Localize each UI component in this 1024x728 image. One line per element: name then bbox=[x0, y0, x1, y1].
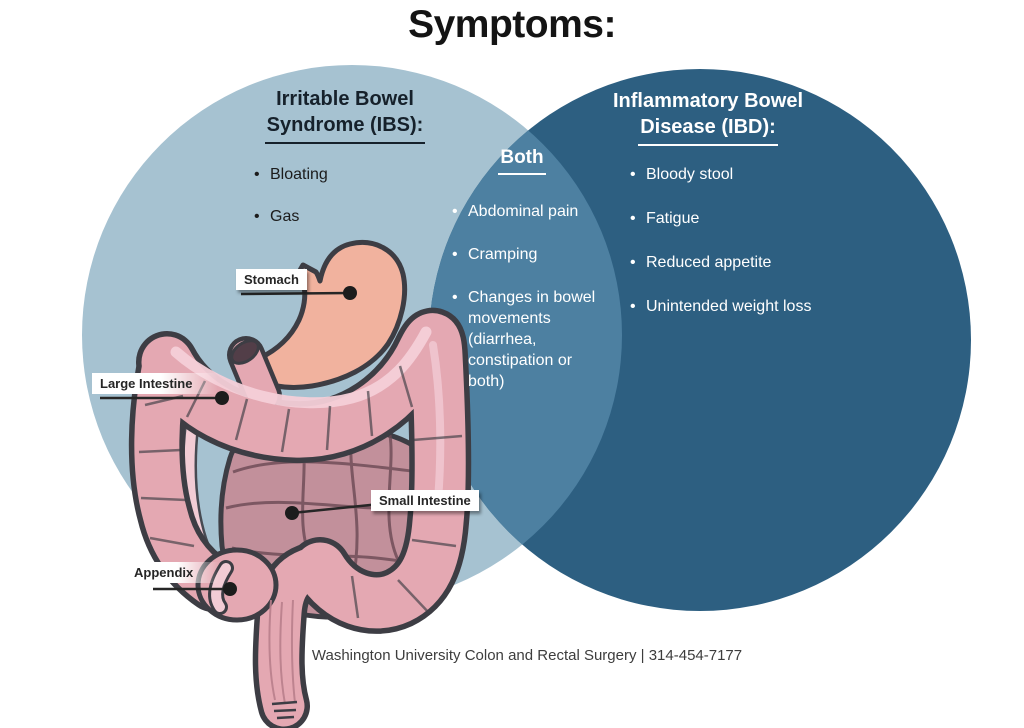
ibd-symptom-list: Bloody stool Fatigue Reduced appetite Un… bbox=[630, 164, 811, 340]
symptom-item: Abdominal pain bbox=[452, 201, 606, 222]
symptom-item: Cramping bbox=[452, 244, 606, 265]
label-lines bbox=[100, 291, 381, 591]
symptom-item: Reduced appetite bbox=[630, 252, 811, 273]
ibs-heading-line2: Syndrome (IBS): bbox=[264, 112, 426, 144]
colon-highlights bbox=[170, 326, 445, 504]
symptom-item: Unintended weight loss bbox=[630, 296, 811, 317]
ibs-symptom-list: Bloating Gas bbox=[254, 164, 328, 248]
appendix-label: Appendix bbox=[126, 562, 220, 583]
footer-credit: Washington University Colon and Rectal S… bbox=[311, 647, 743, 664]
both-symptom-list: Abdominal pain Cramping Changes in bowel… bbox=[452, 201, 606, 414]
ibs-heading: Irritable Bowel Syndrome (IBS): bbox=[205, 86, 485, 144]
ibd-heading: Inflammatory Bowel Disease (IBD): bbox=[563, 88, 853, 146]
ibs-heading-line1: Irritable Bowel bbox=[276, 88, 414, 110]
small-intestine-label: Small Intestine bbox=[371, 490, 479, 511]
stomach-shape bbox=[249, 240, 408, 390]
ibd-heading-line2: Disease (IBD): bbox=[638, 114, 778, 146]
page-title: Symptoms: bbox=[408, 3, 616, 46]
label-dots bbox=[215, 286, 357, 596]
symptom-item: Gas bbox=[254, 206, 328, 227]
symptom-item: Bloating bbox=[254, 164, 328, 185]
symptom-item: Bloody stool bbox=[630, 164, 811, 185]
stomach-label: Stomach bbox=[236, 269, 307, 290]
symptom-item: Changes in bowel movements (diarrhea, co… bbox=[452, 287, 606, 392]
symptom-item: Fatigue bbox=[630, 208, 811, 229]
both-heading: Both bbox=[452, 147, 592, 175]
large-intestine-label: Large Intestine bbox=[92, 373, 219, 394]
rectum-striations bbox=[268, 599, 296, 705]
ibd-heading-line1: Inflammatory Bowel bbox=[612, 90, 804, 112]
colon-opening bbox=[230, 339, 260, 365]
anus-lines bbox=[271, 700, 298, 720]
